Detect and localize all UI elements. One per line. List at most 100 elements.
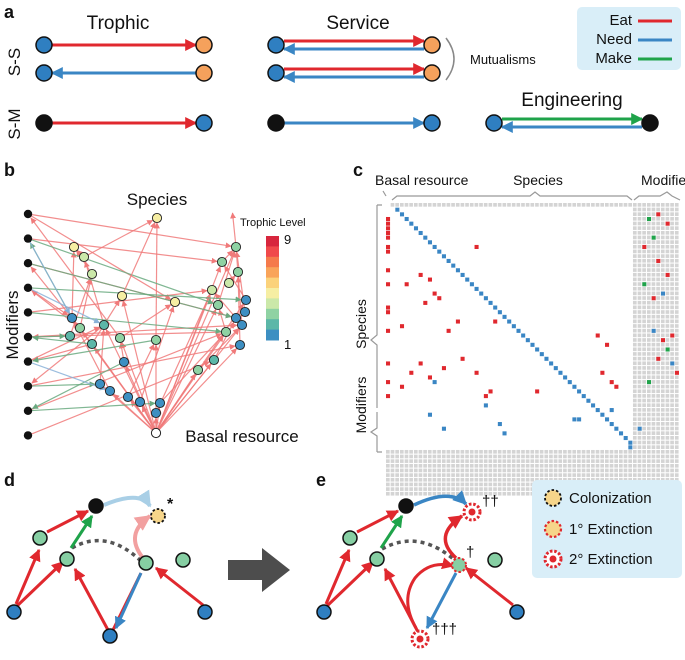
matrix-cell [605,468,609,473]
matrix-cell [493,491,497,496]
matrix-cell [674,347,679,352]
eat-arrow [325,560,375,608]
matrix-cell [455,473,460,477]
matrix-cell [651,226,656,230]
matrix-cell [614,459,618,463]
matrix-cell [637,235,642,240]
matrix-cell [441,473,446,477]
species-node [116,290,128,302]
species-node [240,294,252,306]
network-eat-edge [27,238,218,264]
matrix-cell [670,431,674,435]
matrix-cell [656,342,660,347]
matrix-cell [632,347,637,352]
matrix-cell [581,449,586,454]
legend-need-label: Need [596,31,632,48]
matrix-cell [530,463,535,468]
network-eat-edge [105,328,157,434]
matrix-cell [660,282,665,286]
matrix-cell [646,291,651,296]
matrix-cell [632,361,637,366]
matrix-cell [660,352,665,356]
matrix-cell [651,473,656,477]
matrix-cell [609,473,614,477]
matrix-cell [646,263,651,268]
matrix-cell [591,477,595,482]
legend-primary-extinction-label: 1° Extinction [569,521,653,538]
need-cell [651,328,656,333]
matrix-cell [432,482,437,487]
matrix-cell [413,459,418,463]
matrix-cell [646,203,651,207]
eat-arrow [73,567,110,631]
trophic-level-title: Trophic Level [240,217,306,229]
matrix-cell [632,263,637,268]
need-cell [609,422,614,427]
legend-eat-label: Eat [609,12,632,29]
species-node [369,551,385,567]
matrix-cell [660,203,665,207]
matrix-cell [637,324,642,328]
matrix-cell [642,459,646,463]
network-eat-edge [139,306,175,403]
matrix-cell [423,477,427,482]
matrix-cell [660,473,665,477]
matrix-cell [665,394,670,398]
matrix-cell [651,254,656,258]
eat-arrow [46,509,90,534]
matrix-cell [469,463,474,468]
matrix-cell [674,463,679,468]
matrix-cell [455,454,460,459]
matrix-cell [646,207,651,212]
matrix-cell [637,366,642,370]
matrix-cell [670,445,674,449]
matrix-cell [511,463,516,468]
matrix-cell [656,389,660,394]
matrix-cell [651,324,656,328]
matrix-cell [427,477,432,482]
matrix-cell [665,235,670,240]
matrix-cell [637,258,642,263]
matrix-cell [474,463,479,468]
matrix-cell [665,370,670,375]
need-cell [479,291,484,296]
matrix-cell [665,203,670,207]
matrix-cell [670,244,674,249]
matrix-cell [665,477,670,482]
matrix-cell [437,454,441,459]
matrix-cell [656,408,660,412]
matrix-cell [563,477,567,482]
matrix-cell [656,286,660,291]
matrix-cell [511,468,516,473]
matrix-cell [637,417,642,422]
matrix-cell [549,463,553,468]
eat-cell [483,394,488,399]
matrix-cell [549,449,553,454]
matrix-cell [609,449,614,454]
matrix-cell [637,412,642,417]
matrix-cell [665,352,670,356]
matrix-cell [581,454,586,459]
matrix-cell [660,445,665,449]
matrix-cell [674,305,679,310]
matrix-cell [525,459,530,463]
matrix-cell [460,459,465,463]
matrix-cell [530,449,535,454]
matrix-cell [660,226,665,230]
species-node [68,241,80,253]
matrix-cell [623,203,628,207]
need-cell [399,212,405,217]
panel-b: b Species Modifiers Basal resource Troph… [3,160,306,446]
matrix-cell [637,347,642,352]
matrix-cell [483,482,488,487]
matrix-cell [665,459,670,463]
matrix-cell [563,473,567,477]
matrix-cell [670,347,674,352]
matrix-cell [460,468,465,473]
matrix-cell [670,249,674,254]
matrix-cell [656,352,660,356]
matrix-cell [386,463,390,468]
matrix-cell [423,454,427,459]
matrix-cell [493,468,497,473]
matrix-cell [656,203,660,207]
